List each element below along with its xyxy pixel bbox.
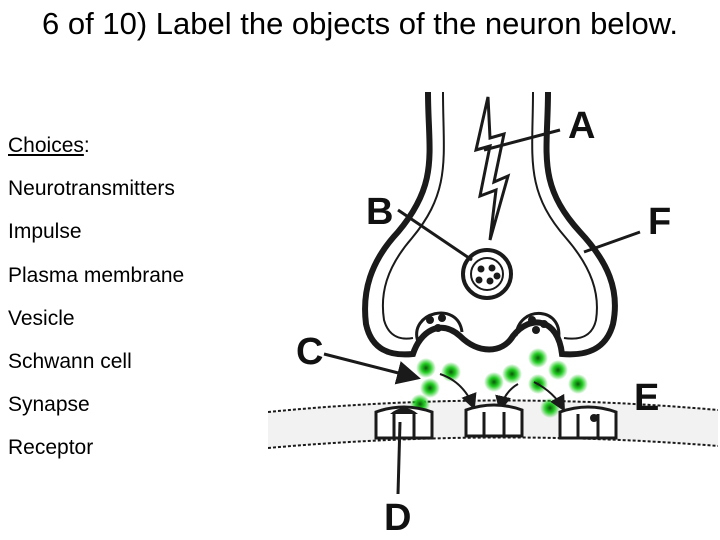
choice-item: Plasma membrane xyxy=(8,263,185,287)
label-e: E xyxy=(634,377,659,419)
fusing-vesicle-left xyxy=(415,311,464,343)
choice-item: Synapse xyxy=(8,393,90,417)
choice-item: Receptor xyxy=(8,436,94,460)
choice-item: Vesicle xyxy=(8,306,75,330)
receptor-right xyxy=(558,405,618,440)
label-b: B xyxy=(366,191,393,233)
choice-item: Impulse xyxy=(8,220,82,244)
label-a: A xyxy=(568,105,595,147)
fusing-vesicle-right xyxy=(514,311,561,343)
choices-header-colon: : xyxy=(83,134,90,157)
axon-terminal xyxy=(362,92,618,358)
neuron-synapse-diagram: A B F C E D xyxy=(268,92,718,538)
page-title: 6 of 10) Label the objects of the neuron… xyxy=(42,6,678,41)
leader-lines xyxy=(323,128,641,495)
label-c: C xyxy=(296,331,323,373)
choices-header-label: Choices xyxy=(8,134,84,157)
receptor-left xyxy=(374,405,434,440)
choice-item: Schwann cell xyxy=(8,350,132,374)
impulse-lightning-icon xyxy=(473,96,511,241)
label-d: D xyxy=(384,497,411,538)
label-f: F xyxy=(648,201,671,243)
choice-item: Neurotransmitters xyxy=(8,177,175,201)
choices-header: Choices: xyxy=(8,124,184,167)
neurotransmitters xyxy=(410,348,588,418)
vesicle xyxy=(461,248,513,300)
receptor-middle xyxy=(464,403,524,438)
choices-list: Choices: Neurotransmitters Impulse Plasm… xyxy=(8,124,184,470)
